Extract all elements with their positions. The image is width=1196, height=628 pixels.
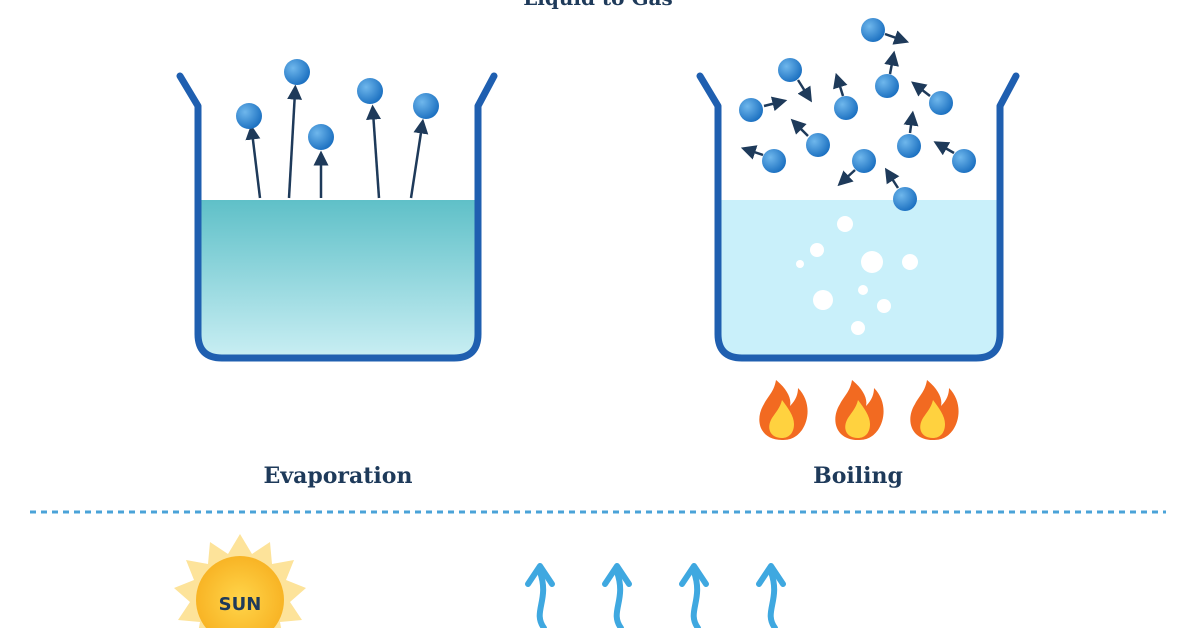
bubble (861, 251, 883, 273)
molecule-icon (893, 187, 917, 211)
molecule-icon (852, 149, 876, 173)
heat-arrow-icon (525, 563, 555, 628)
flame-icon (759, 380, 808, 440)
bubble (813, 290, 833, 310)
molecule-icon (861, 18, 885, 42)
bubble (858, 285, 868, 295)
heat-arrow-icon (679, 563, 709, 628)
molecule-icon (778, 58, 802, 82)
evaporation-molecules (236, 59, 439, 199)
molecule-icon (875, 74, 899, 98)
boiling-beaker-outline (696, 72, 1020, 362)
molecule-icon (413, 93, 439, 119)
molecule-icon (806, 133, 830, 157)
diagram-title: Liquid to Gas (430, 0, 766, 10)
molecule-icon (834, 96, 858, 120)
boiling-beaker (696, 72, 1020, 362)
sun-label: SUN (218, 594, 262, 615)
flames (759, 380, 959, 440)
boiling-label: Boiling (813, 463, 903, 489)
molecule-icon (929, 91, 953, 115)
evaporation-water (199, 200, 477, 356)
heat-arrow-icon (602, 563, 632, 628)
molecule-icon (236, 103, 262, 129)
bubble (810, 243, 824, 257)
molecule-icon (357, 78, 383, 104)
evaporation-beaker (176, 72, 498, 362)
molecule-icon (897, 134, 921, 158)
bubble (851, 321, 865, 335)
boiling-water (720, 200, 998, 356)
molecule-icon (762, 149, 786, 173)
bubble (877, 299, 891, 313)
evaporation-beaker-outline (176, 72, 498, 362)
molecule-icon (308, 124, 334, 150)
flame-icon (910, 380, 959, 440)
boiling-bubbles (796, 216, 918, 335)
evaporation-label: Evaporation (263, 463, 413, 489)
bubble (837, 216, 853, 232)
sun-icon (174, 534, 306, 628)
bubble (902, 254, 918, 270)
molecule-icon (952, 149, 976, 173)
heat-arrows (525, 563, 786, 628)
heat-arrow-icon (756, 563, 786, 628)
bubble (796, 260, 804, 268)
boiling-molecules (739, 18, 976, 211)
molecule-icon (284, 59, 310, 85)
molecule-icon (739, 98, 763, 122)
flame-icon (835, 380, 884, 440)
